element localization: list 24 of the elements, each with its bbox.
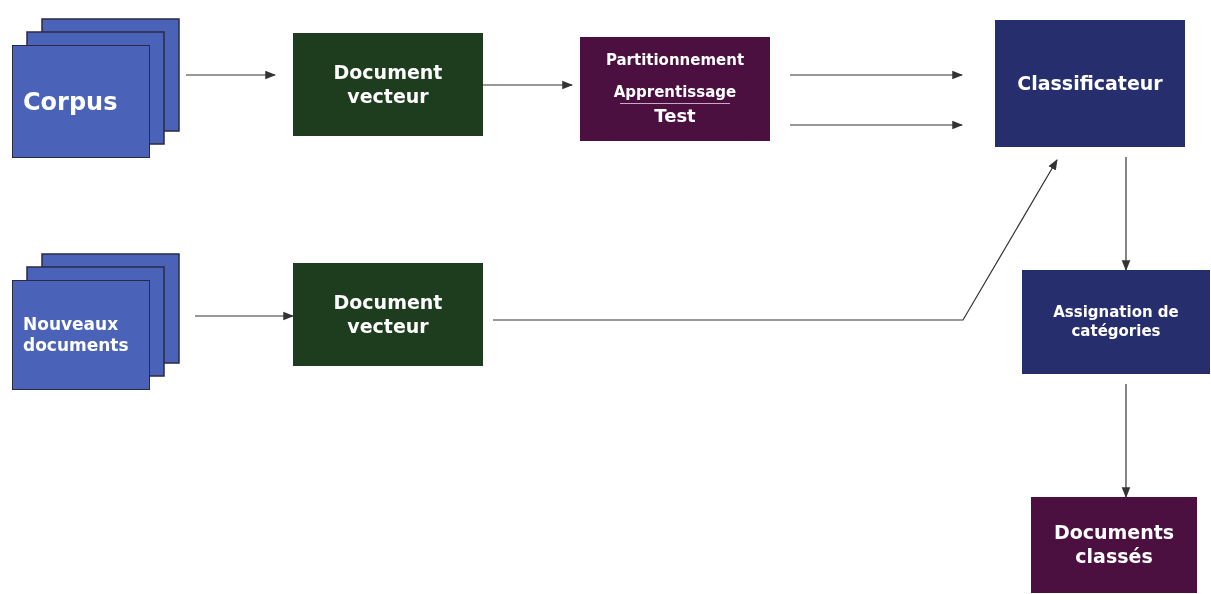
arrow: [194, 311, 295, 321]
process-box: [1022, 270, 1210, 374]
process-box: [293, 33, 483, 136]
node-label: Test: [654, 105, 696, 128]
node-label: Partitionnement: [605, 50, 745, 70]
node-label: Apprentissage: [613, 83, 737, 102]
arrow: [482, 80, 574, 90]
arrow: [1121, 156, 1131, 272]
arrow: [1121, 383, 1131, 499]
process-box: [995, 20, 1185, 147]
process-box: [1031, 497, 1197, 593]
node-label: Document vecteur: [332, 60, 444, 109]
arrow: [789, 70, 964, 80]
arrow: [492, 159, 1058, 321]
node-label: Document vecteur: [332, 290, 444, 339]
node-label: Assignation de catégories: [1052, 303, 1180, 341]
node-label: Nouveaux documents: [23, 313, 130, 357]
node-label: Corpus: [23, 86, 118, 117]
arrow: [185, 70, 277, 80]
process-box: [293, 263, 483, 366]
process-box: [580, 37, 770, 141]
node-label: Documents classés: [1053, 521, 1175, 569]
node-label: Classificateur: [1017, 71, 1163, 96]
arrow: [789, 120, 964, 130]
